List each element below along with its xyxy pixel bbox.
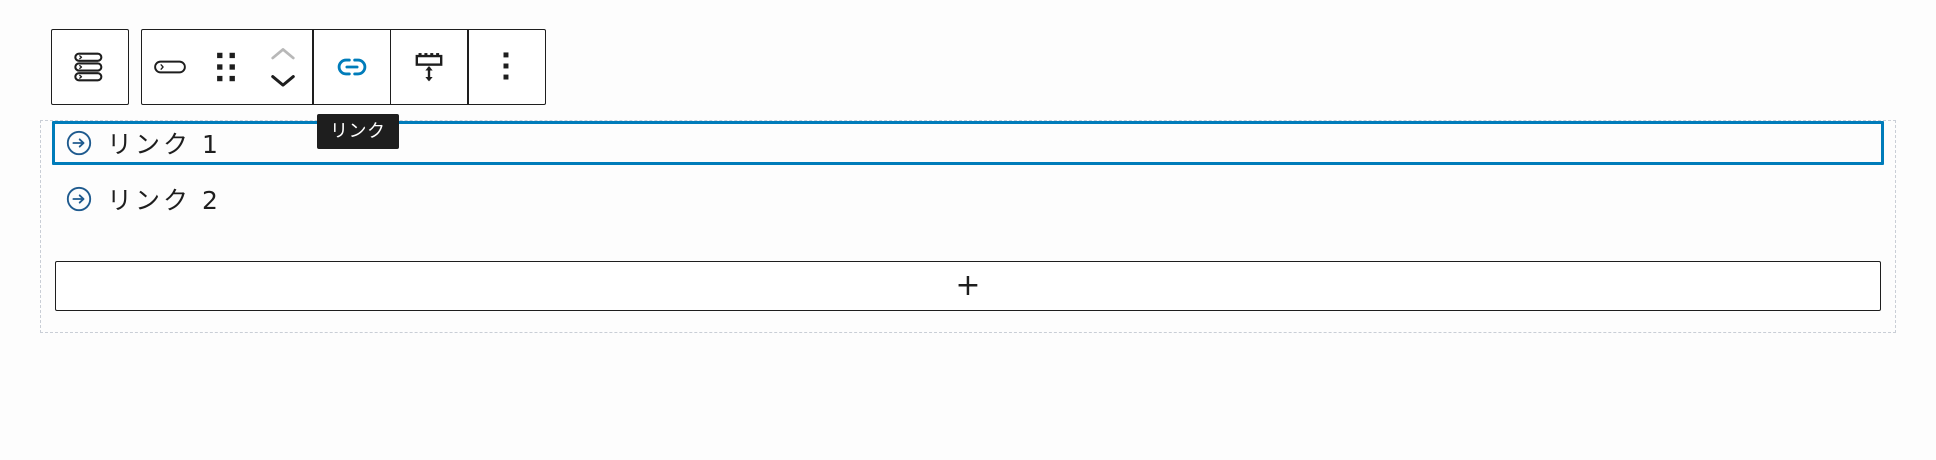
- plus-icon: +: [955, 268, 981, 303]
- move-block-stepper: [254, 30, 312, 104]
- chevron-down-icon: [269, 72, 297, 88]
- toolbar-divider-2: [389, 30, 391, 104]
- navigation-block-icon: [70, 47, 110, 87]
- navigation-block-button[interactable]: [52, 30, 128, 104]
- list-item[interactable]: リンク 2: [52, 177, 1884, 221]
- chevron-up-icon: [269, 46, 297, 62]
- arrow-circle-right-icon: [65, 129, 93, 157]
- toolbar-divider-3: [467, 30, 469, 104]
- block-type-group: [51, 29, 129, 105]
- more-options-button[interactable]: [469, 30, 545, 104]
- submenu-button[interactable]: [391, 30, 467, 104]
- tooltip: リンク: [317, 114, 399, 149]
- drag-handle-icon: [213, 51, 239, 83]
- add-block-button[interactable]: +: [55, 261, 1881, 311]
- list-item-label: リンク 1: [107, 130, 221, 159]
- more-vertical-icon: [500, 51, 514, 83]
- move-down-button[interactable]: [269, 72, 297, 88]
- arrow-circle-right-icon: [65, 185, 93, 213]
- page-link-icon: [151, 48, 189, 86]
- block-tools-group: [141, 29, 546, 105]
- link-button[interactable]: [314, 30, 390, 104]
- navigation-block[interactable]: リンク 1 リンク 2 +: [40, 120, 1896, 333]
- block-toolbar: [51, 29, 546, 105]
- toolbar-divider-1: [312, 30, 314, 104]
- list-item-label: リンク 2: [107, 186, 221, 215]
- list-item[interactable]: リンク 1: [52, 121, 1884, 165]
- move-up-button[interactable]: [269, 46, 297, 62]
- drag-handle[interactable]: [198, 30, 254, 104]
- link-icon: [334, 49, 370, 85]
- link-block-type-button[interactable]: [142, 30, 198, 104]
- submenu-icon: [410, 48, 448, 86]
